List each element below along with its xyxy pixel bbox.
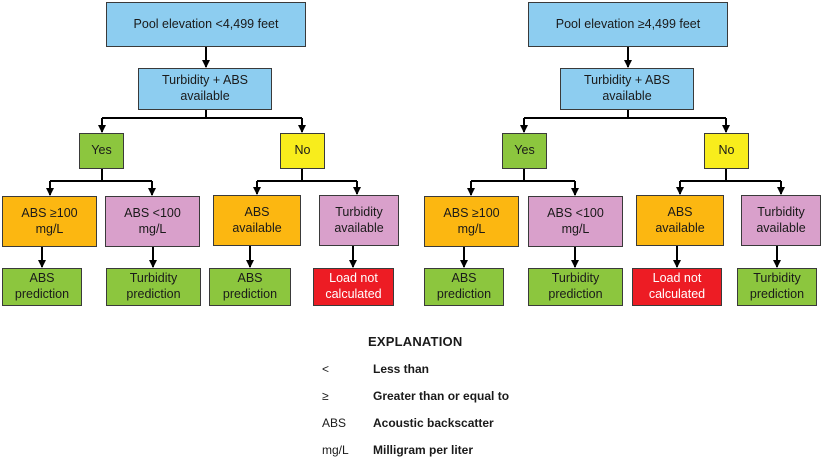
- left-abs-prediction-2-node: ABS prediction: [209, 268, 291, 306]
- right-yes-node: Yes: [502, 133, 547, 169]
- legend-definition-less-than: Less than: [373, 362, 430, 376]
- right-root-node: Pool elevation ≥4,499 feet: [528, 2, 728, 47]
- right-no-node: No: [704, 133, 749, 169]
- legend-definition-mgl: Milligram per liter: [373, 443, 474, 457]
- right-abs-low-node: ABS <100 mg/L: [528, 196, 623, 247]
- right-abs-high-node: ABS ≥100 mg/L: [424, 196, 519, 247]
- legend-symbol-mgl: mg/L: [322, 443, 349, 457]
- left-abs-prediction-node: ABS prediction: [2, 268, 82, 306]
- legend-definition-greater-equal: Greater than or equal to: [373, 389, 510, 403]
- right-abs-available-node: ABS available: [636, 195, 724, 246]
- legend-symbol-abs: ABS: [322, 416, 347, 430]
- right-abs-prediction-node: ABS prediction: [424, 268, 504, 306]
- left-question-node: Turbidity + ABS available: [138, 68, 272, 110]
- left-abs-high-node: ABS ≥100 mg/L: [2, 196, 97, 247]
- left-no-node: No: [280, 133, 325, 169]
- left-load-not-calculated-node: Load not calculated: [313, 268, 394, 306]
- left-turbidity-prediction-node: Turbidity prediction: [106, 268, 201, 306]
- explanation-title: EXPLANATION: [368, 334, 463, 349]
- left-turbidity-available-node: Turbidity available: [319, 195, 399, 246]
- left-abs-available-node: ABS available: [213, 195, 301, 246]
- right-question-node: Turbidity + ABS available: [560, 68, 694, 110]
- right-load-not-calculated-node: Load not calculated: [632, 268, 722, 306]
- left-yes-node: Yes: [79, 133, 124, 169]
- left-root-node: Pool elevation <4,499 feet: [106, 2, 306, 47]
- right-turbidity-prediction-2-node: Turbidity prediction: [737, 268, 817, 306]
- right-turbidity-available-node: Turbidity available: [741, 195, 821, 246]
- left-abs-low-node: ABS <100 mg/L: [105, 196, 200, 247]
- legend-symbol-less-than: <: [322, 362, 330, 376]
- right-turbidity-prediction-node: Turbidity prediction: [528, 268, 623, 306]
- legend-definition-abs: Acoustic backscatter: [373, 416, 494, 430]
- legend-symbol-greater-equal: ≥: [322, 389, 329, 403]
